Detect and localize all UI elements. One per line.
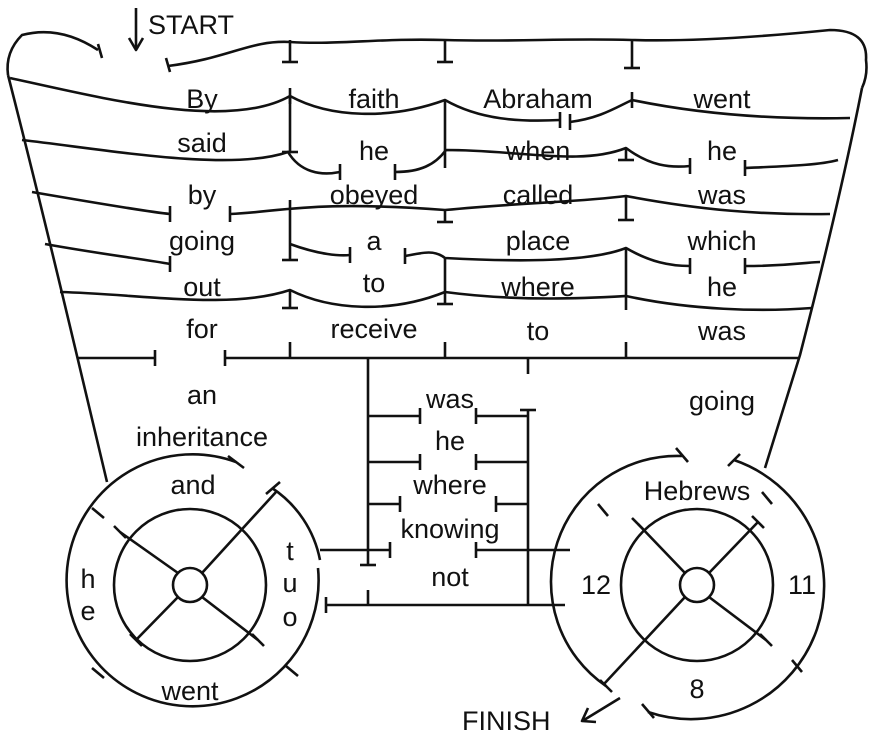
word: for xyxy=(186,314,218,344)
spoke-cap xyxy=(113,525,127,539)
row-line-3 xyxy=(31,190,831,216)
rim-cap xyxy=(641,703,655,719)
right-wheel-inner xyxy=(619,507,775,663)
word: to xyxy=(527,316,550,346)
row-line-1 xyxy=(9,76,851,124)
word: went xyxy=(160,676,219,706)
word: going xyxy=(169,226,235,256)
word: By xyxy=(186,84,218,114)
word: Abraham xyxy=(483,84,593,114)
left-wheel-hub xyxy=(171,566,209,604)
cover-stub xyxy=(164,57,172,73)
word: obeyed xyxy=(330,180,419,210)
word: by xyxy=(188,180,217,210)
word: he xyxy=(359,136,389,166)
right-spoke xyxy=(603,596,686,685)
word: where xyxy=(500,272,575,302)
finish-arrowhead-icon xyxy=(580,707,597,724)
cover-top-left xyxy=(6,30,99,76)
rim-tick xyxy=(285,665,299,677)
word: t xyxy=(286,536,294,566)
word: not xyxy=(431,562,469,592)
wagon-right-side xyxy=(763,87,864,469)
word: was xyxy=(697,180,746,210)
spoke-cap xyxy=(251,633,265,647)
left-spoke xyxy=(135,596,179,641)
left-spoke xyxy=(201,595,259,642)
word: receive xyxy=(330,314,417,344)
number: 8 xyxy=(689,674,704,704)
word: went xyxy=(692,84,751,114)
right-wheel-hub xyxy=(678,566,716,604)
spoke-cap xyxy=(751,515,765,529)
word: e xyxy=(80,596,95,626)
word: when xyxy=(505,136,571,166)
word: faith xyxy=(348,84,399,114)
word: an xyxy=(187,380,217,410)
number: 11 xyxy=(788,570,816,600)
right-wheel-rim-2 xyxy=(647,458,826,721)
finish-arrow-icon xyxy=(583,696,621,722)
word: Hebrews xyxy=(644,476,751,506)
rim-cap xyxy=(727,453,741,467)
rim-tick xyxy=(597,503,609,517)
rim-tick xyxy=(761,491,773,505)
number: 12 xyxy=(581,570,611,600)
left-wheel-rim-inner xyxy=(271,486,322,561)
word: he xyxy=(435,426,465,456)
rim-cap xyxy=(227,454,245,470)
word: was xyxy=(697,316,746,346)
left-wheel-inner xyxy=(112,507,268,663)
word: inheritance xyxy=(136,422,268,452)
word: and xyxy=(170,470,215,500)
right-spoke xyxy=(708,595,767,642)
cover-top-right xyxy=(167,28,868,89)
word: o xyxy=(282,602,297,632)
finish-label: FINISH xyxy=(462,706,551,736)
word: he xyxy=(707,136,737,166)
rim-tick xyxy=(91,507,105,519)
word: which xyxy=(686,226,756,256)
word: h xyxy=(80,564,95,594)
word: to xyxy=(363,268,386,298)
word: place xyxy=(506,226,571,256)
spoke-cap xyxy=(631,517,645,531)
wagon-left-side xyxy=(6,74,109,483)
start-label: START xyxy=(148,10,234,40)
row-line-5 xyxy=(59,288,813,312)
rim-tick xyxy=(791,659,803,673)
left-wheel-rim xyxy=(65,453,320,708)
word: a xyxy=(366,226,382,256)
word: he xyxy=(707,272,737,302)
rim-cap xyxy=(675,447,689,463)
row-line-2 xyxy=(21,138,839,175)
rim-cap xyxy=(599,679,613,693)
left-spoke xyxy=(119,530,179,575)
right-wheel-rim xyxy=(549,454,683,688)
rim-tick xyxy=(91,667,105,679)
word: knowing xyxy=(400,514,499,544)
spoke-cap xyxy=(759,633,773,647)
word: said xyxy=(177,128,227,158)
word: was xyxy=(425,384,474,414)
spoke-cap xyxy=(129,633,143,647)
right-spoke xyxy=(708,521,759,574)
word: where xyxy=(412,470,487,500)
rim-cap xyxy=(265,481,281,495)
word: out xyxy=(183,272,221,302)
cover-stub xyxy=(96,43,104,59)
word: called xyxy=(503,180,574,210)
left-spoke xyxy=(201,491,277,574)
word: going xyxy=(689,386,755,416)
right-spoke xyxy=(637,523,686,574)
word: u xyxy=(282,568,297,598)
start-arrowhead-icon xyxy=(127,37,145,52)
row-line-4 xyxy=(44,242,821,268)
